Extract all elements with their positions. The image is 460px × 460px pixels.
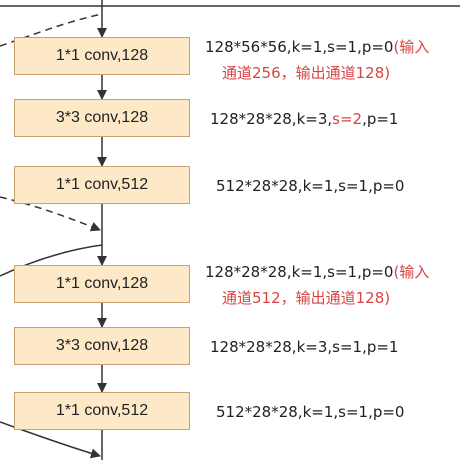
layer-box-b1-conv1x1-512: 1*1 conv,512 [14, 166, 190, 204]
note-text-end: ,p=1 [362, 110, 399, 128]
note-b2-layer2: 128*28*28,k=3,s=1,p=1 [210, 334, 398, 360]
note-b1-layer1: 128*56*56,k=1,s=1,p=0(输入 通道256，输出通道128) [205, 34, 429, 86]
note-highlight: (输入 [393, 263, 430, 281]
layer-label: 1*1 conv,512 [55, 402, 149, 419]
layer-box-b2-conv1x1-128: 1*1 conv,128 [14, 265, 190, 303]
note-b1-layer3: 512*28*28,k=1,s=1,p=0 [216, 173, 404, 199]
note-b2-layer1: 128*28*28,k=1,s=1,p=0(输入 通道512，输出通道128) [205, 259, 429, 311]
dashed-shortcut-merge [0, 196, 101, 232]
note-text: 128*28*28,k=1,s=1,p=0 [205, 263, 394, 281]
note-highlight-line2: 通道512，输出通道128) [222, 289, 391, 307]
layer-label: 3*3 conv,128 [55, 337, 149, 354]
note-text: 128*28*28,k=3,s=1,p=1 [210, 338, 399, 356]
note-b1-layer2: 128*28*28,k=3,s=2,p=1 [210, 106, 398, 132]
layer-label: 1*1 conv,128 [55, 275, 149, 292]
layer-label: 1*1 conv,512 [55, 176, 149, 193]
note-highlight-line2: 通道256，输出通道128) [222, 64, 391, 82]
dashed-shortcut-top [0, 13, 103, 47]
layer-label: 1*1 conv,128 [55, 47, 149, 64]
note-highlight: (输入 [393, 38, 430, 56]
identity-shortcut-merge [0, 421, 101, 459]
identity-shortcut-top [0, 244, 103, 277]
layer-box-b2-conv3x3-128: 3*3 conv,128 [14, 327, 190, 365]
layer-box-b2-conv1x1-512: 1*1 conv,512 [14, 392, 190, 430]
note-text: 128*56*56,k=1,s=1,p=0 [205, 38, 394, 56]
note-highlight-stride: s=2 [332, 110, 363, 128]
layer-label: 3*3 conv,128 [55, 109, 149, 126]
note-text: 128*28*28,k=3, [210, 110, 333, 128]
layer-box-b1-conv3x3-128: 3*3 conv,128 [14, 99, 190, 137]
note-b2-layer3: 512*28*28,k=1,s=1,p=0 [216, 399, 404, 425]
layer-box-b1-conv1x1-128: 1*1 conv,128 [14, 37, 190, 75]
note-text: 512*28*28,k=1,s=1,p=0 [216, 403, 405, 421]
note-text: 512*28*28,k=1,s=1,p=0 [216, 177, 405, 195]
